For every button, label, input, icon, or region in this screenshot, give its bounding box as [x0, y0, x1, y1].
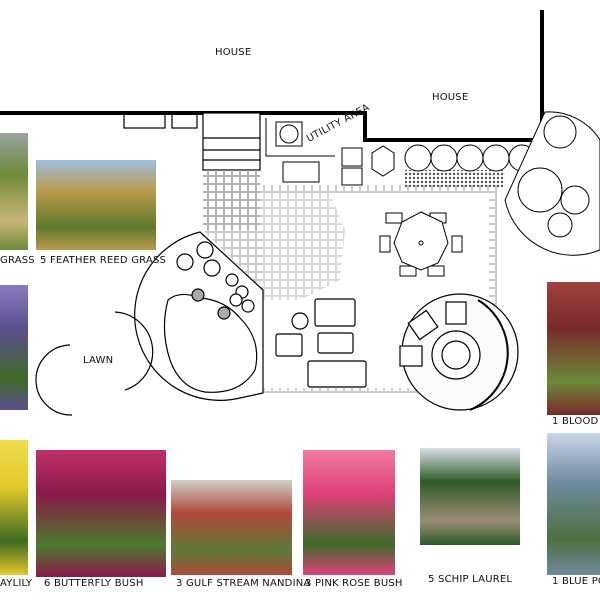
plant-label: 1 BLOOD	[552, 416, 599, 427]
plant-photo	[547, 282, 600, 415]
plant-label: 5 FEATHER REED GRASS	[40, 255, 167, 266]
plant-label: 6 BUTTERFLY BUSH	[44, 578, 144, 589]
plant-photo	[547, 433, 600, 575]
plant-photo	[303, 450, 395, 575]
plant-label: AYLILY	[0, 578, 33, 589]
plant-label: 3 PINK ROSE BUSH	[305, 578, 403, 589]
plant-label: 1 BLUE PO	[552, 576, 600, 587]
plant-photo	[36, 160, 156, 250]
plant-photo	[0, 285, 28, 410]
corner-bed	[504, 111, 600, 256]
plant-photo	[0, 133, 28, 250]
plant-photo	[420, 448, 520, 545]
dining-umbrella-table	[379, 211, 463, 277]
lawn-label: LAWN	[83, 355, 114, 366]
plant-photo	[0, 440, 28, 575]
left-planting-bed	[134, 231, 264, 401]
house-label-left: HOUSE	[215, 47, 252, 58]
fire-pit-patio	[399, 293, 519, 411]
steps	[202, 112, 261, 171]
shrub-row	[404, 144, 536, 188]
plant-label: 3 GULF STREAM NANDINA	[176, 578, 311, 589]
plant-label: 5 SCHIP LAUREL	[428, 574, 513, 585]
lounge-furniture	[275, 298, 367, 388]
utility-area	[265, 118, 395, 186]
house-walls	[0, 10, 544, 142]
plant-photo	[171, 480, 292, 575]
lawn-edge	[35, 311, 154, 416]
plant-photo	[36, 450, 166, 577]
plant-label: GRASS	[0, 255, 35, 266]
house-label-right: HOUSE	[432, 92, 469, 103]
